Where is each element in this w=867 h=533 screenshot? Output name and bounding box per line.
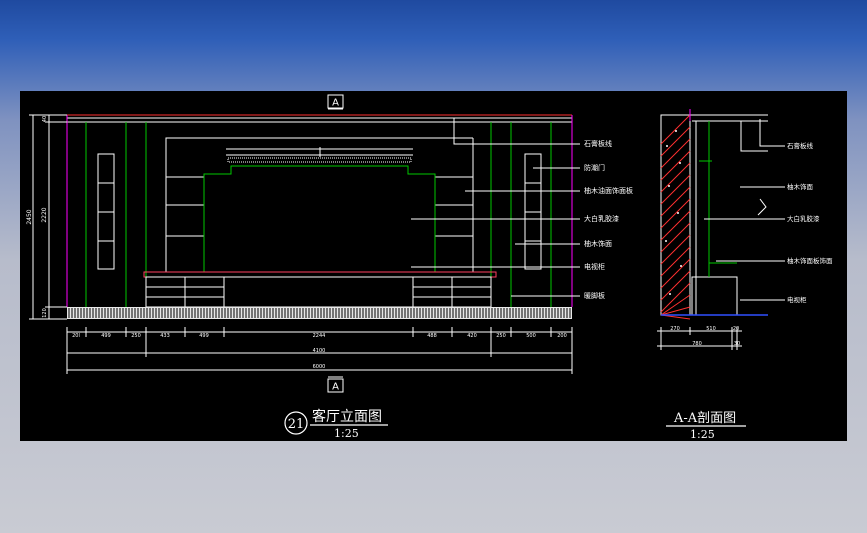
section-wall-hatch <box>660 114 691 320</box>
drawing-number-circle <box>284 411 308 435</box>
elevation-leader-lines <box>411 118 580 297</box>
section-marker-top-box <box>327 94 344 109</box>
dim-label: 499 <box>101 333 111 339</box>
dim-label: 200 <box>557 333 567 339</box>
callout-label: 石膏板线 <box>584 139 612 148</box>
section-leader-lines <box>704 119 785 301</box>
height-dim-bottom: 120 <box>42 308 48 318</box>
dim-label: 488 <box>427 333 437 339</box>
tv-panel-outline <box>203 165 436 272</box>
section-marker-top: A <box>332 98 339 109</box>
elevation-callout-labels: 石膏板线 防潮门 柚木油面饰面板 大白乳胶漆 柚木饰面 电视柜 暖脚板 <box>584 139 633 300</box>
section-green-layers <box>699 121 737 277</box>
light-strip <box>227 157 412 163</box>
section-scale: 1:25 <box>690 428 715 441</box>
dim-row1-labels: 20l 499 250 433 499 2244 488 420 250 500… <box>72 333 567 339</box>
section-callout-label: 柚木饰面板饰面 <box>787 256 833 265</box>
elevation-scale: 1:25 <box>334 427 359 440</box>
callout-label: 大白乳胶漆 <box>584 214 619 223</box>
cad-drawing: A <box>26 94 833 441</box>
section-marker-bottom: A <box>332 382 339 393</box>
floor-hatch <box>67 307 572 319</box>
section-dimensions <box>657 327 742 350</box>
section-layers <box>690 114 768 316</box>
right-niche <box>524 153 542 270</box>
section-dim-label: 510 <box>706 326 716 332</box>
width-dimensions <box>66 327 573 374</box>
section-view: 石膏板线 柚木饰面 大白乳胶漆 柚木饰面板饰面 电视柜 270 510 20 7… <box>657 109 833 441</box>
drawing-number: 21 <box>288 417 305 432</box>
callout-label: 防潮门 <box>584 163 605 172</box>
cad-drawing-canvas: A <box>20 91 847 441</box>
dim-label: 250 <box>496 333 506 339</box>
dim-label: 499 <box>199 333 209 339</box>
section-callout-labels: 石膏板线 柚木饰面 大白乳胶漆 柚木饰面板饰面 电视柜 <box>787 141 833 304</box>
dim-label: 250 <box>131 333 141 339</box>
section-marker-bottom-box <box>327 378 344 393</box>
callout-label: 柚木油面饰面板 <box>584 186 633 195</box>
section-dim-labels: 270 510 20 780 30 <box>670 326 740 347</box>
floor-hatch-lines <box>68 308 571 318</box>
section-dim-label: 20 <box>733 326 739 332</box>
section-callout-label: 柚木饰面 <box>787 182 814 191</box>
elevation-title: 客厅立面图 <box>312 408 382 425</box>
section-title: A-A剖面图 <box>673 411 736 426</box>
section-wall <box>660 114 691 316</box>
dim-label: 20l <box>72 333 80 339</box>
section-callout-label: 大白乳胶漆 <box>787 214 820 223</box>
dim-row3-label: 6000 <box>313 364 326 370</box>
callout-label: 电视柜 <box>584 262 605 271</box>
left-niche <box>97 153 115 270</box>
height-dimensions <box>29 114 67 320</box>
height-dim-middle: 2220 <box>41 207 48 222</box>
callout-label: 暖脚板 <box>584 291 605 300</box>
height-dim-total: 2450 <box>26 209 33 224</box>
section-callout-label: 电视柜 <box>787 295 807 304</box>
section-callout-label: 石膏板线 <box>787 141 814 150</box>
panel-grooves <box>85 122 552 307</box>
section-dim-label: 270 <box>670 326 680 332</box>
dim-label: 2244 <box>313 333 326 339</box>
callout-label: 柚木饰面 <box>584 239 612 248</box>
dim-label: 433 <box>160 333 170 339</box>
section-dim-label: 780 <box>692 341 702 347</box>
tv-cabinet <box>143 271 497 308</box>
section-wall-dots <box>665 130 682 295</box>
height-dim-top: 40 <box>42 116 48 122</box>
dim-label: 500 <box>526 333 536 339</box>
section-dim-label: 30 <box>734 341 740 347</box>
dim-row2-label: 4100 <box>313 348 326 354</box>
tv-wall-frame <box>165 118 474 272</box>
elevation-view: A <box>26 94 633 440</box>
dim-label: 420 <box>467 333 477 339</box>
